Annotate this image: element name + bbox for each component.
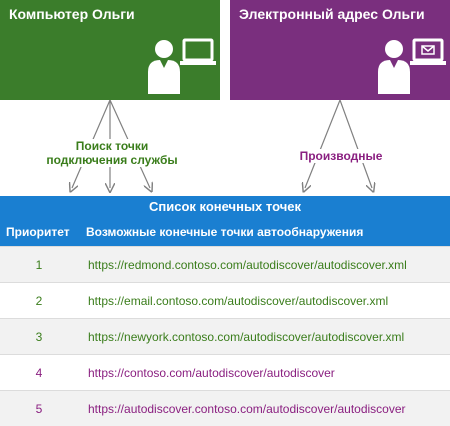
priority-cell: 1 <box>0 247 78 283</box>
arrow-to-endpoint-4 <box>305 100 340 188</box>
table-row: 3 https://newyork.contoso.com/autodiscov… <box>0 319 450 355</box>
endpoint-table: Приоритет Возможные конечные точки автоо… <box>0 218 450 426</box>
derived-label: Производные <box>292 149 390 163</box>
priority-cell: 3 <box>0 319 78 355</box>
person-laptop-icon <box>146 38 216 94</box>
scp-lookup-label: Поиск точки подключения службы <box>34 139 190 167</box>
endpoint-url: https://newyork.contoso.com/autodiscover… <box>78 319 450 355</box>
endpoint-header: Возможные конечные точки автообнаружения <box>78 218 450 247</box>
priority-header: Приоритет <box>0 218 78 247</box>
person-email-icon <box>376 38 446 94</box>
email-box-title: Электронный адрес Ольги <box>239 6 425 22</box>
endpoint-url: https://email.contoso.com/autodiscover/a… <box>78 283 450 319</box>
priority-cell: 2 <box>0 283 78 319</box>
arrow-to-endpoint-5 <box>340 100 372 188</box>
endpoint-list-title: Список конечных точек <box>0 196 450 218</box>
email-box: Электронный адрес Ольги <box>230 0 450 100</box>
table-row: 4 https://contoso.com/autodiscover/autod… <box>0 355 450 391</box>
computer-box: Компьютер Ольги <box>0 0 220 100</box>
priority-cell: 4 <box>0 355 78 391</box>
scp-lookup-label-line1: Поиск точки <box>34 139 190 153</box>
endpoint-url: https://contoso.com/autodiscover/autodis… <box>78 355 450 391</box>
scp-lookup-label-line2: подключения службы <box>34 153 190 167</box>
table-row: 1 https://redmond.contoso.com/autodiscov… <box>0 247 450 283</box>
table-header-row: Приоритет Возможные конечные точки автоо… <box>0 218 450 247</box>
computer-box-title: Компьютер Ольги <box>9 6 135 22</box>
endpoint-url: https://redmond.contoso.com/autodiscover… <box>78 247 450 283</box>
table-row: 2 https://email.contoso.com/autodiscover… <box>0 283 450 319</box>
